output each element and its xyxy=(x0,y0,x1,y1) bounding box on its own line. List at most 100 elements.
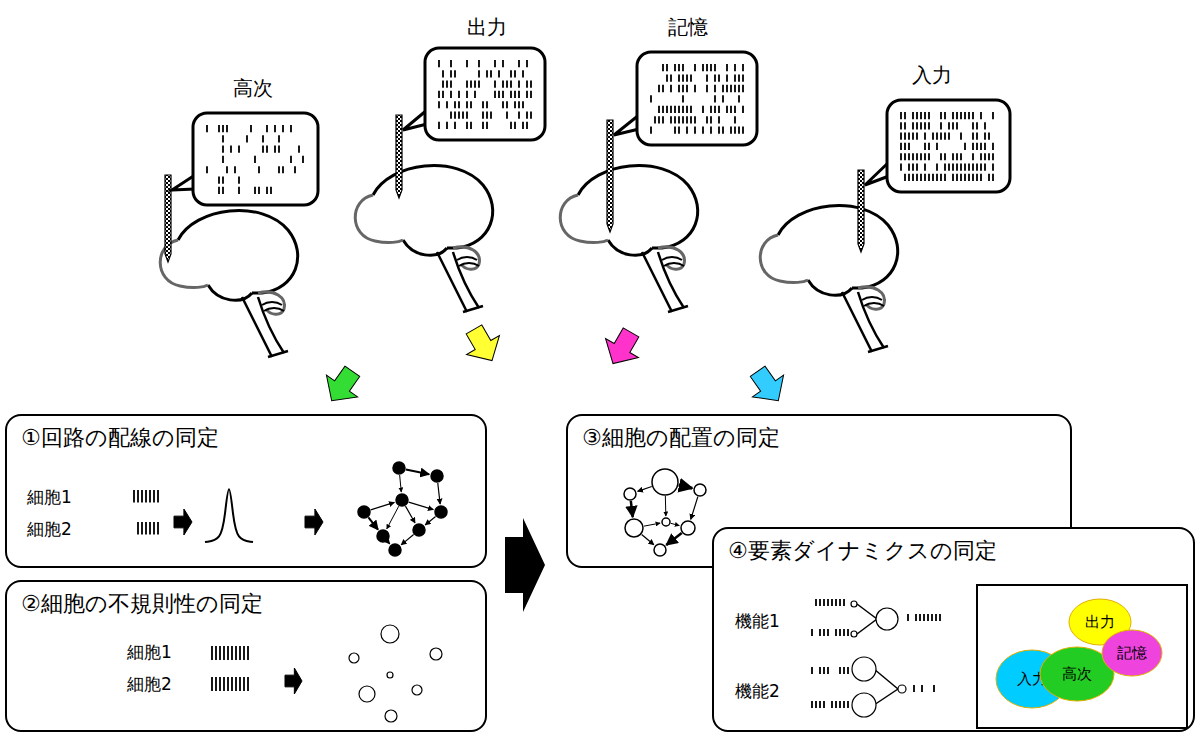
neuron-dot xyxy=(652,469,678,495)
neuron-dot xyxy=(377,530,389,542)
brain-outline xyxy=(264,308,284,311)
electrode xyxy=(396,115,402,198)
stage-box: ④要素ダイナミクスの同定出力記憶入力高次機能1機能2 xyxy=(712,527,1195,732)
flow-arrow xyxy=(458,320,509,370)
brain-outline xyxy=(664,263,684,266)
spike-raster xyxy=(207,125,303,194)
box-heading: ①回路の配線の同定 xyxy=(21,425,219,451)
synapse-arrow xyxy=(409,502,434,510)
stage-box: ①回路の配線の同定細胞1細胞2 xyxy=(5,414,487,568)
brain-outline xyxy=(608,240,652,255)
spike-raster xyxy=(901,112,993,181)
synapse-line xyxy=(874,669,898,689)
spike-raster xyxy=(816,599,844,606)
neuron-dot xyxy=(396,494,408,506)
box-heading: ②細胞の不規則性の同定 xyxy=(21,591,263,617)
synapse-arrow xyxy=(644,523,660,526)
electrode xyxy=(858,170,864,252)
brain-outline xyxy=(668,306,688,312)
neuron-circle xyxy=(385,710,397,722)
brain-outline xyxy=(864,303,884,306)
neuron-circle xyxy=(430,648,442,660)
spike-raster xyxy=(812,667,848,674)
brain-drawing xyxy=(560,166,697,312)
neuron-dot xyxy=(624,488,636,500)
bubble-box xyxy=(637,52,757,145)
spike-raster xyxy=(812,701,848,708)
spike-raster xyxy=(439,60,531,129)
electrode xyxy=(607,120,613,232)
brain-outline xyxy=(463,306,483,312)
brain-outline xyxy=(403,240,447,255)
neuron-dot xyxy=(389,544,401,556)
bubble-box xyxy=(887,100,1010,192)
bubble-tail xyxy=(403,110,427,130)
brain-outline xyxy=(842,292,872,352)
neuron-circle xyxy=(851,631,857,637)
synapse-arrow xyxy=(679,485,693,488)
neuron-dot xyxy=(662,518,670,526)
neuron-dot xyxy=(413,524,425,536)
row-label: 細胞1 xyxy=(127,642,172,662)
synapse-arrow xyxy=(665,496,667,516)
synapse-arrow xyxy=(387,506,399,529)
ellipse-fill xyxy=(1102,630,1162,676)
brain-outline xyxy=(760,235,808,283)
region-frame xyxy=(977,585,1187,728)
neuron-dot xyxy=(681,521,695,535)
brain-outline xyxy=(658,252,684,308)
bubble-box xyxy=(425,48,545,140)
neuron-dot xyxy=(358,506,370,518)
neuron-circle xyxy=(852,693,876,717)
neuron-dot xyxy=(625,519,643,537)
spike-raster xyxy=(914,685,934,692)
spike-raster xyxy=(212,646,248,660)
process-arrow xyxy=(305,509,323,535)
neuron-circle xyxy=(387,672,393,678)
synapse-arrow xyxy=(401,534,413,544)
brain-outline xyxy=(268,351,288,357)
synapse-line xyxy=(874,689,898,705)
flow-arrow xyxy=(597,323,648,373)
synapse-arrow xyxy=(666,533,681,545)
bubble-box xyxy=(193,113,318,205)
flow-arrow xyxy=(742,360,794,411)
speech-bubble xyxy=(403,48,545,140)
neuron-circle xyxy=(412,685,422,695)
synapse-arrow xyxy=(368,517,378,529)
brain-outline xyxy=(642,252,672,312)
synapse-arrow xyxy=(400,475,402,492)
synapse-arrow xyxy=(438,483,440,504)
electrode xyxy=(858,170,864,252)
brain-outline xyxy=(560,195,608,243)
spike-raster xyxy=(812,629,848,636)
ellipse-label: 高次 xyxy=(1062,665,1092,684)
neuron-dot xyxy=(393,462,405,474)
speech-bubble xyxy=(614,52,757,145)
spike-raster xyxy=(212,677,248,691)
neuron-dot xyxy=(435,506,447,518)
brain-outline xyxy=(662,257,682,260)
synapse-arrow xyxy=(406,469,429,474)
brain-outline xyxy=(858,292,884,348)
brain-outline xyxy=(355,195,403,243)
neuron-dot xyxy=(694,484,706,496)
synapse-arrow xyxy=(671,523,679,525)
row-label: 機能2 xyxy=(735,681,780,701)
ellipse-fill xyxy=(1040,647,1114,701)
region-label: 入力 xyxy=(912,63,952,87)
brain-outline xyxy=(208,285,252,300)
neuron-circle xyxy=(876,608,898,630)
spike-raster xyxy=(651,64,743,134)
electrode xyxy=(165,175,171,262)
neuron-circle xyxy=(359,686,375,702)
neuron-circle xyxy=(898,685,906,693)
neuron-circle xyxy=(349,653,359,663)
electrode xyxy=(607,120,613,232)
brain-outline xyxy=(578,166,698,248)
neuron-dot xyxy=(431,470,443,482)
synapse-arrow xyxy=(425,516,435,525)
electrode xyxy=(396,115,402,198)
neuron-circle xyxy=(381,625,399,643)
